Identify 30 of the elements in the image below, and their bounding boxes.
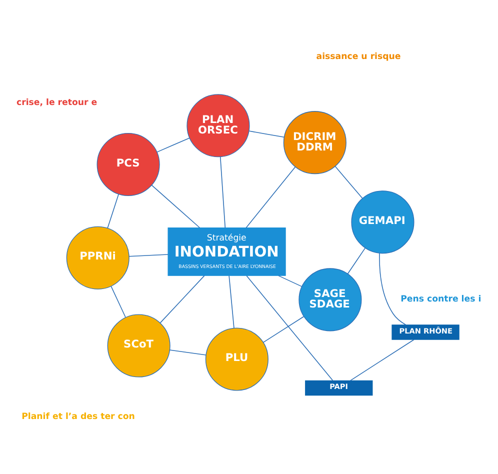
node-circle: SAGE SDAGE (298, 268, 362, 331)
node-circle: GEMAPI (351, 190, 414, 254)
node-circle: PPRNi (66, 226, 130, 289)
label: Pens contre les i (400, 294, 482, 304)
connector (334, 166, 363, 198)
connector (128, 254, 168, 256)
connector (228, 274, 234, 328)
connector (110, 285, 126, 318)
node-circle: PCS (96, 132, 160, 196)
connector (263, 316, 304, 342)
node-circle: DICRIM DDRM (283, 110, 346, 174)
connector (248, 130, 284, 138)
connector (169, 349, 206, 355)
connector (107, 193, 119, 228)
label: aissance u risque (316, 52, 401, 62)
label: Planif et l’a des ter con (22, 411, 135, 422)
connector (220, 156, 226, 228)
connector (278, 274, 302, 286)
node-circle: PLAN ORSEC (186, 94, 250, 157)
connector (160, 274, 205, 323)
node-circle: SCoT (107, 314, 170, 377)
connector (151, 184, 200, 228)
node-circle: PLU (205, 327, 268, 390)
connector (347, 247, 366, 274)
label: crise, le retour e (16, 97, 98, 108)
connector (379, 252, 406, 325)
connector (246, 274, 334, 380)
connector (156, 137, 190, 152)
connector (246, 166, 296, 228)
connector (350, 338, 414, 380)
